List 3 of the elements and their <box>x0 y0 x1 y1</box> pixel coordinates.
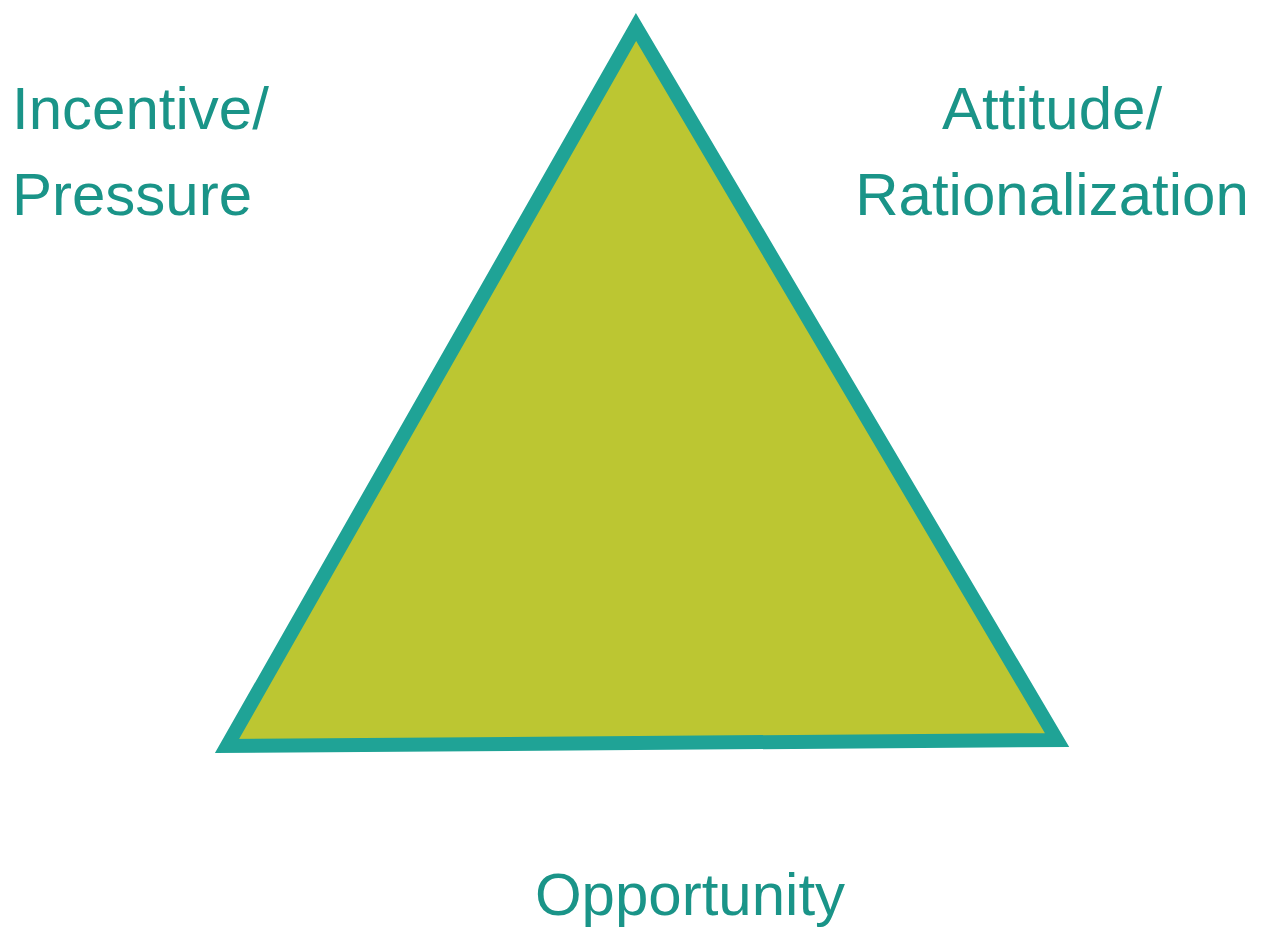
corner-label: Opportunity <box>533 860 847 930</box>
corner-label: Attitude/ Rationalization <box>854 74 1250 230</box>
corner-label: Incentive/ Pressure <box>12 74 270 230</box>
